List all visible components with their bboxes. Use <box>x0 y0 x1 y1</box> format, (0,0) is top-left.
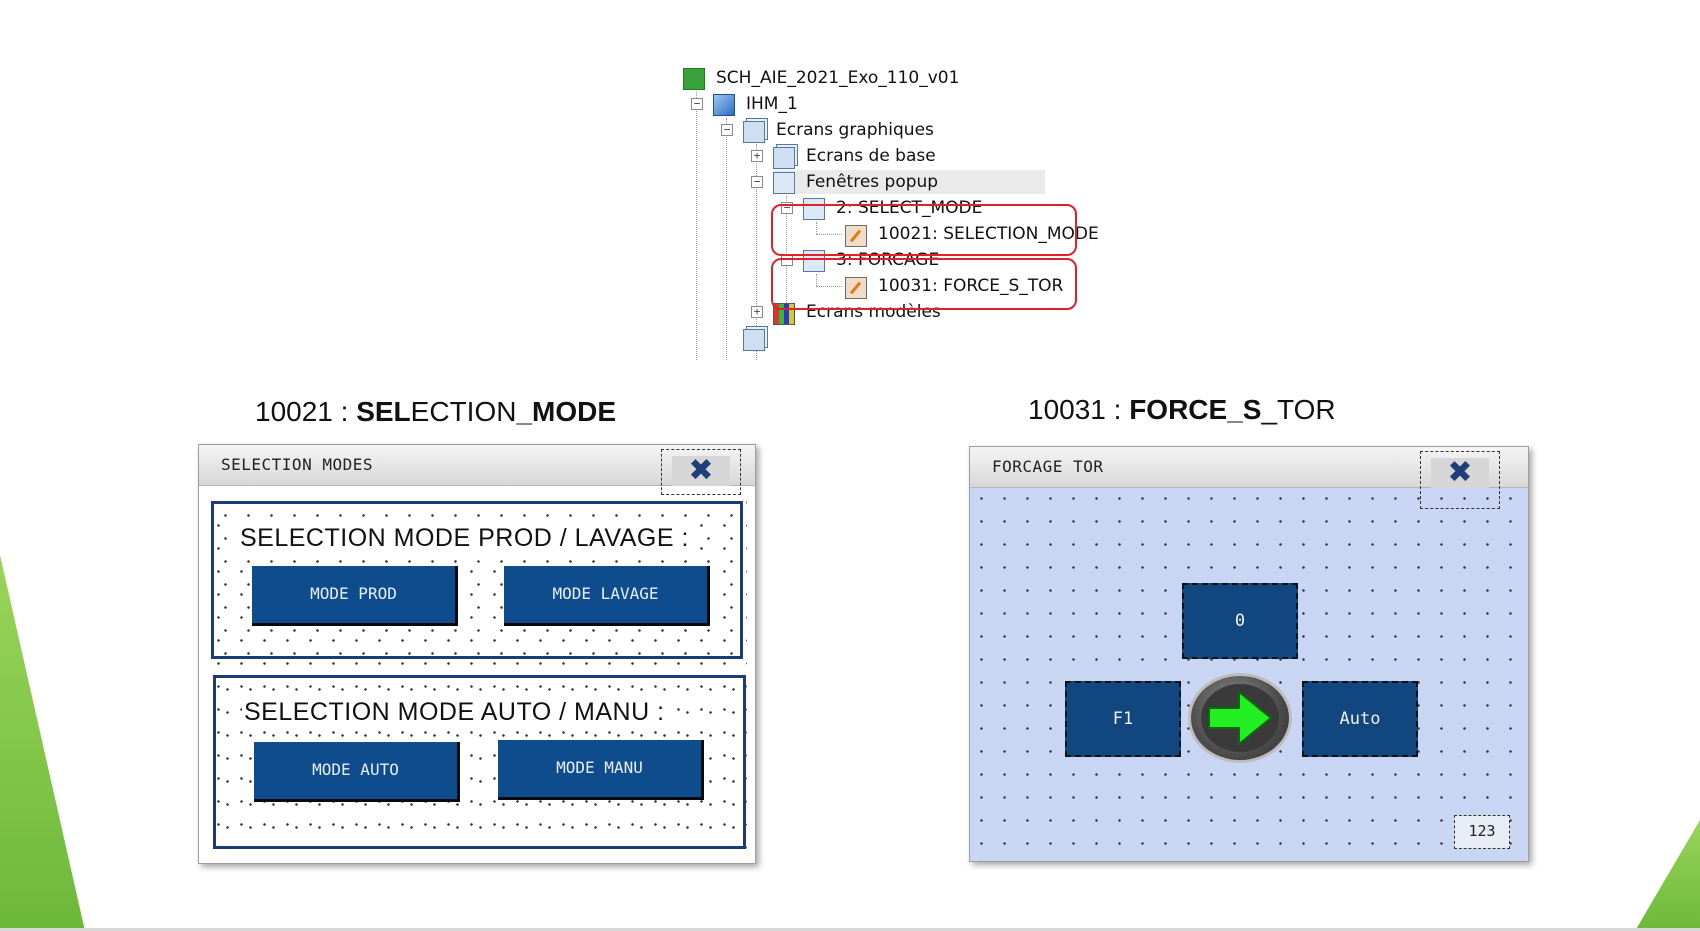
highlight-select-mode <box>771 204 1077 256</box>
popup-group-icon <box>803 198 825 220</box>
close-button[interactable]: ✖ <box>661 449 741 495</box>
auto-button[interactable]: Auto <box>1302 681 1418 757</box>
close-x-icon: ✖ <box>1431 458 1489 488</box>
caption-force-s-tor: 10031 : FORCE_S_TOR <box>1028 394 1336 425</box>
f1-button[interactable]: F1 <box>1065 681 1181 757</box>
tree-item-label: 10031: FORCE_S_TOR <box>878 276 1064 296</box>
hmi-icon <box>713 94 735 116</box>
mode-auto-button[interactable]: MODE AUTO <box>254 742 460 802</box>
close-x-icon: ✖ <box>672 456 730 486</box>
numpad-button[interactable]: 123 <box>1454 815 1510 849</box>
tree-item-popup-windows[interactable]: − Fenêtres popup <box>751 170 1045 194</box>
caption-selection-mode: 10021 : SELECTION_MODE <box>255 396 617 427</box>
arrow-indicator[interactable] <box>1188 673 1292 763</box>
popup-windows-icon <box>773 172 795 194</box>
popup-title-bar[interactable]: SELECTION MODES <box>199 445 755 486</box>
group-auto-manu: SELECTION MODE AUTO / MANU : MODE AUTO M… <box>213 675 746 849</box>
close-button[interactable]: ✖ <box>1420 451 1500 509</box>
collapse-icon[interactable]: − <box>691 98 703 110</box>
forcage-tor-popup: FORCAGE TOR ✖ 0 F1 Auto 123 <box>969 446 1529 862</box>
tree-item-label: 10021: SELECTION_MODE <box>878 224 1099 244</box>
green-triangle-left <box>0 555 85 931</box>
tree-item-label: 2: SELECT_MODE <box>836 198 983 218</box>
group-title-prod-lavage: SELECTION MODE PROD / LAVAGE : <box>238 524 691 553</box>
project-tree: SCH_AIE_2021_Exo_110_v01 − IHM_1 − Ecran… <box>680 66 1140 360</box>
zero-button[interactable]: 0 <box>1182 583 1298 659</box>
base-screens-icon <box>773 147 795 169</box>
collapse-icon[interactable]: − <box>751 176 763 188</box>
expand-icon[interactable]: + <box>751 150 763 162</box>
tree-item-label: Ecrans graphiques <box>776 120 934 140</box>
screen-pencil-icon <box>845 277 867 299</box>
expand-icon[interactable]: + <box>751 306 763 318</box>
tree-item-label: Fenêtres popup <box>806 172 939 192</box>
mode-lavage-button[interactable]: MODE LAVAGE <box>504 566 710 626</box>
group-title-auto-manu: SELECTION MODE AUTO / MANU : <box>242 698 667 727</box>
popup-title: FORCAGE TOR <box>992 457 1104 476</box>
group-prod-lavage: SELECTION MODE PROD / LAVAGE : MODE PROD… <box>211 501 743 659</box>
popup-title: SELECTION MODES <box>221 455 373 474</box>
collapse-icon[interactable]: − <box>721 124 733 136</box>
mode-manu-button[interactable]: MODE MANU <box>498 740 704 800</box>
tree-item-label: SCH_AIE_2021_Exo_110_v01 <box>716 68 960 88</box>
tree-item-label: Ecrans de base <box>806 146 936 166</box>
highlight-forcage <box>771 258 1077 310</box>
screens-icon <box>743 329 765 351</box>
tree-item-label: Ecrans modèles <box>806 302 941 322</box>
project-icon <box>683 68 705 90</box>
mode-prod-button[interactable]: MODE PROD <box>252 566 458 626</box>
green-arrow-icon <box>1208 689 1273 747</box>
bottom-divider <box>0 928 1700 931</box>
screen-pencil-icon <box>845 225 867 247</box>
tree-item-label: IHM_1 <box>746 94 798 114</box>
green-triangle-right <box>1635 820 1700 931</box>
graphic-screens-icon <box>743 121 765 143</box>
selection-modes-popup: SELECTION MODES ✖ SELECTION MODE PROD / … <box>198 444 756 864</box>
